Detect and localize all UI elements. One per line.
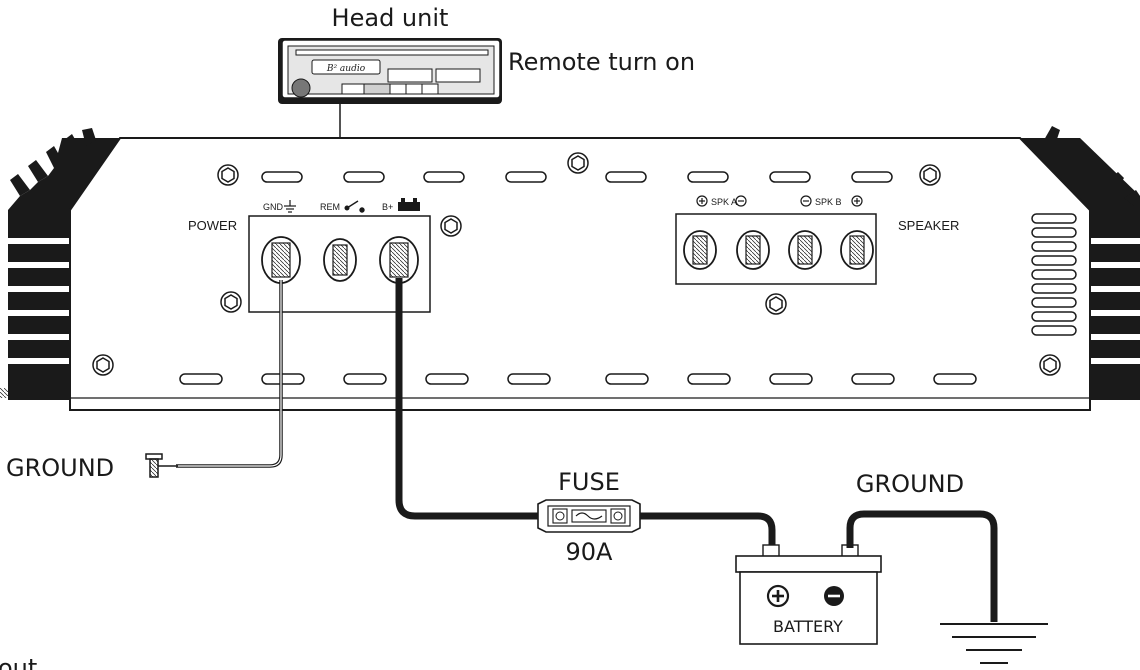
ground-right-label: GROUND (856, 470, 964, 498)
battery-terminal-icon (398, 198, 420, 211)
gnd-label: GND (263, 202, 284, 212)
speaker-terminal-labels: SPK A SPK B (696, 195, 863, 207)
cut-off-text: out (0, 654, 37, 670)
earth-ground-icon (940, 623, 1048, 664)
heatsink-right (1020, 126, 1140, 400)
minus-circle-icon (800, 195, 812, 207)
battery-ground-cable (846, 510, 998, 622)
power-cable (395, 278, 540, 520)
speaker-terminals (683, 230, 874, 270)
switch-icon (344, 200, 365, 213)
battery-label: BATTERY (773, 617, 843, 636)
brand-logo: B² audio (326, 64, 366, 74)
ground-bolt-icon (145, 453, 178, 478)
battery-plus-icon (766, 584, 790, 608)
fuse-to-battery-cable (632, 512, 776, 548)
fuse-holder: FUSE 90A (537, 468, 641, 566)
head-unit: Head unit B² audio Remote turn on (278, 4, 695, 104)
spk-b-minus-terminal (788, 230, 822, 270)
plus-circle-icon (696, 195, 708, 207)
spk-a-plus-terminal (683, 230, 717, 270)
minus-circle-icon (735, 195, 747, 207)
b-plus-terminal (379, 236, 419, 284)
gnd-terminal (261, 236, 301, 284)
plus-circle-icon (851, 195, 863, 207)
ground-symbol-icon (284, 200, 296, 213)
speaker-label: SPEAKER (898, 218, 959, 233)
spk-b-plus-terminal (840, 230, 874, 270)
rem-terminal (323, 238, 357, 282)
heatsink-left (0, 128, 120, 400)
battery-minus-icon (824, 586, 844, 606)
ground-left-label: GROUND (6, 454, 114, 482)
head-unit-label: Head unit (332, 4, 449, 32)
rem-label: REM (320, 202, 340, 212)
spk-b-label: SPK B (815, 197, 842, 207)
brand-plate (311, 59, 381, 75)
spk-a-label: SPK A (711, 197, 737, 207)
power-label: POWER (188, 218, 237, 233)
remote-turn-on-label: Remote turn on (508, 48, 695, 76)
volume-knob-icon (291, 78, 311, 98)
power-terminals (261, 236, 419, 284)
screws (92, 152, 1061, 376)
amplifier-panel: POWER GND REM B+ (69, 137, 1091, 411)
spk-a-minus-terminal (736, 230, 770, 270)
fuse-rating-label: 90A (566, 538, 614, 566)
fuse-label: FUSE (558, 468, 620, 496)
b-plus-label: B+ (382, 202, 393, 212)
power-terminal-labels: GND REM B+ (263, 198, 420, 213)
battery: BATTERY (735, 544, 882, 645)
